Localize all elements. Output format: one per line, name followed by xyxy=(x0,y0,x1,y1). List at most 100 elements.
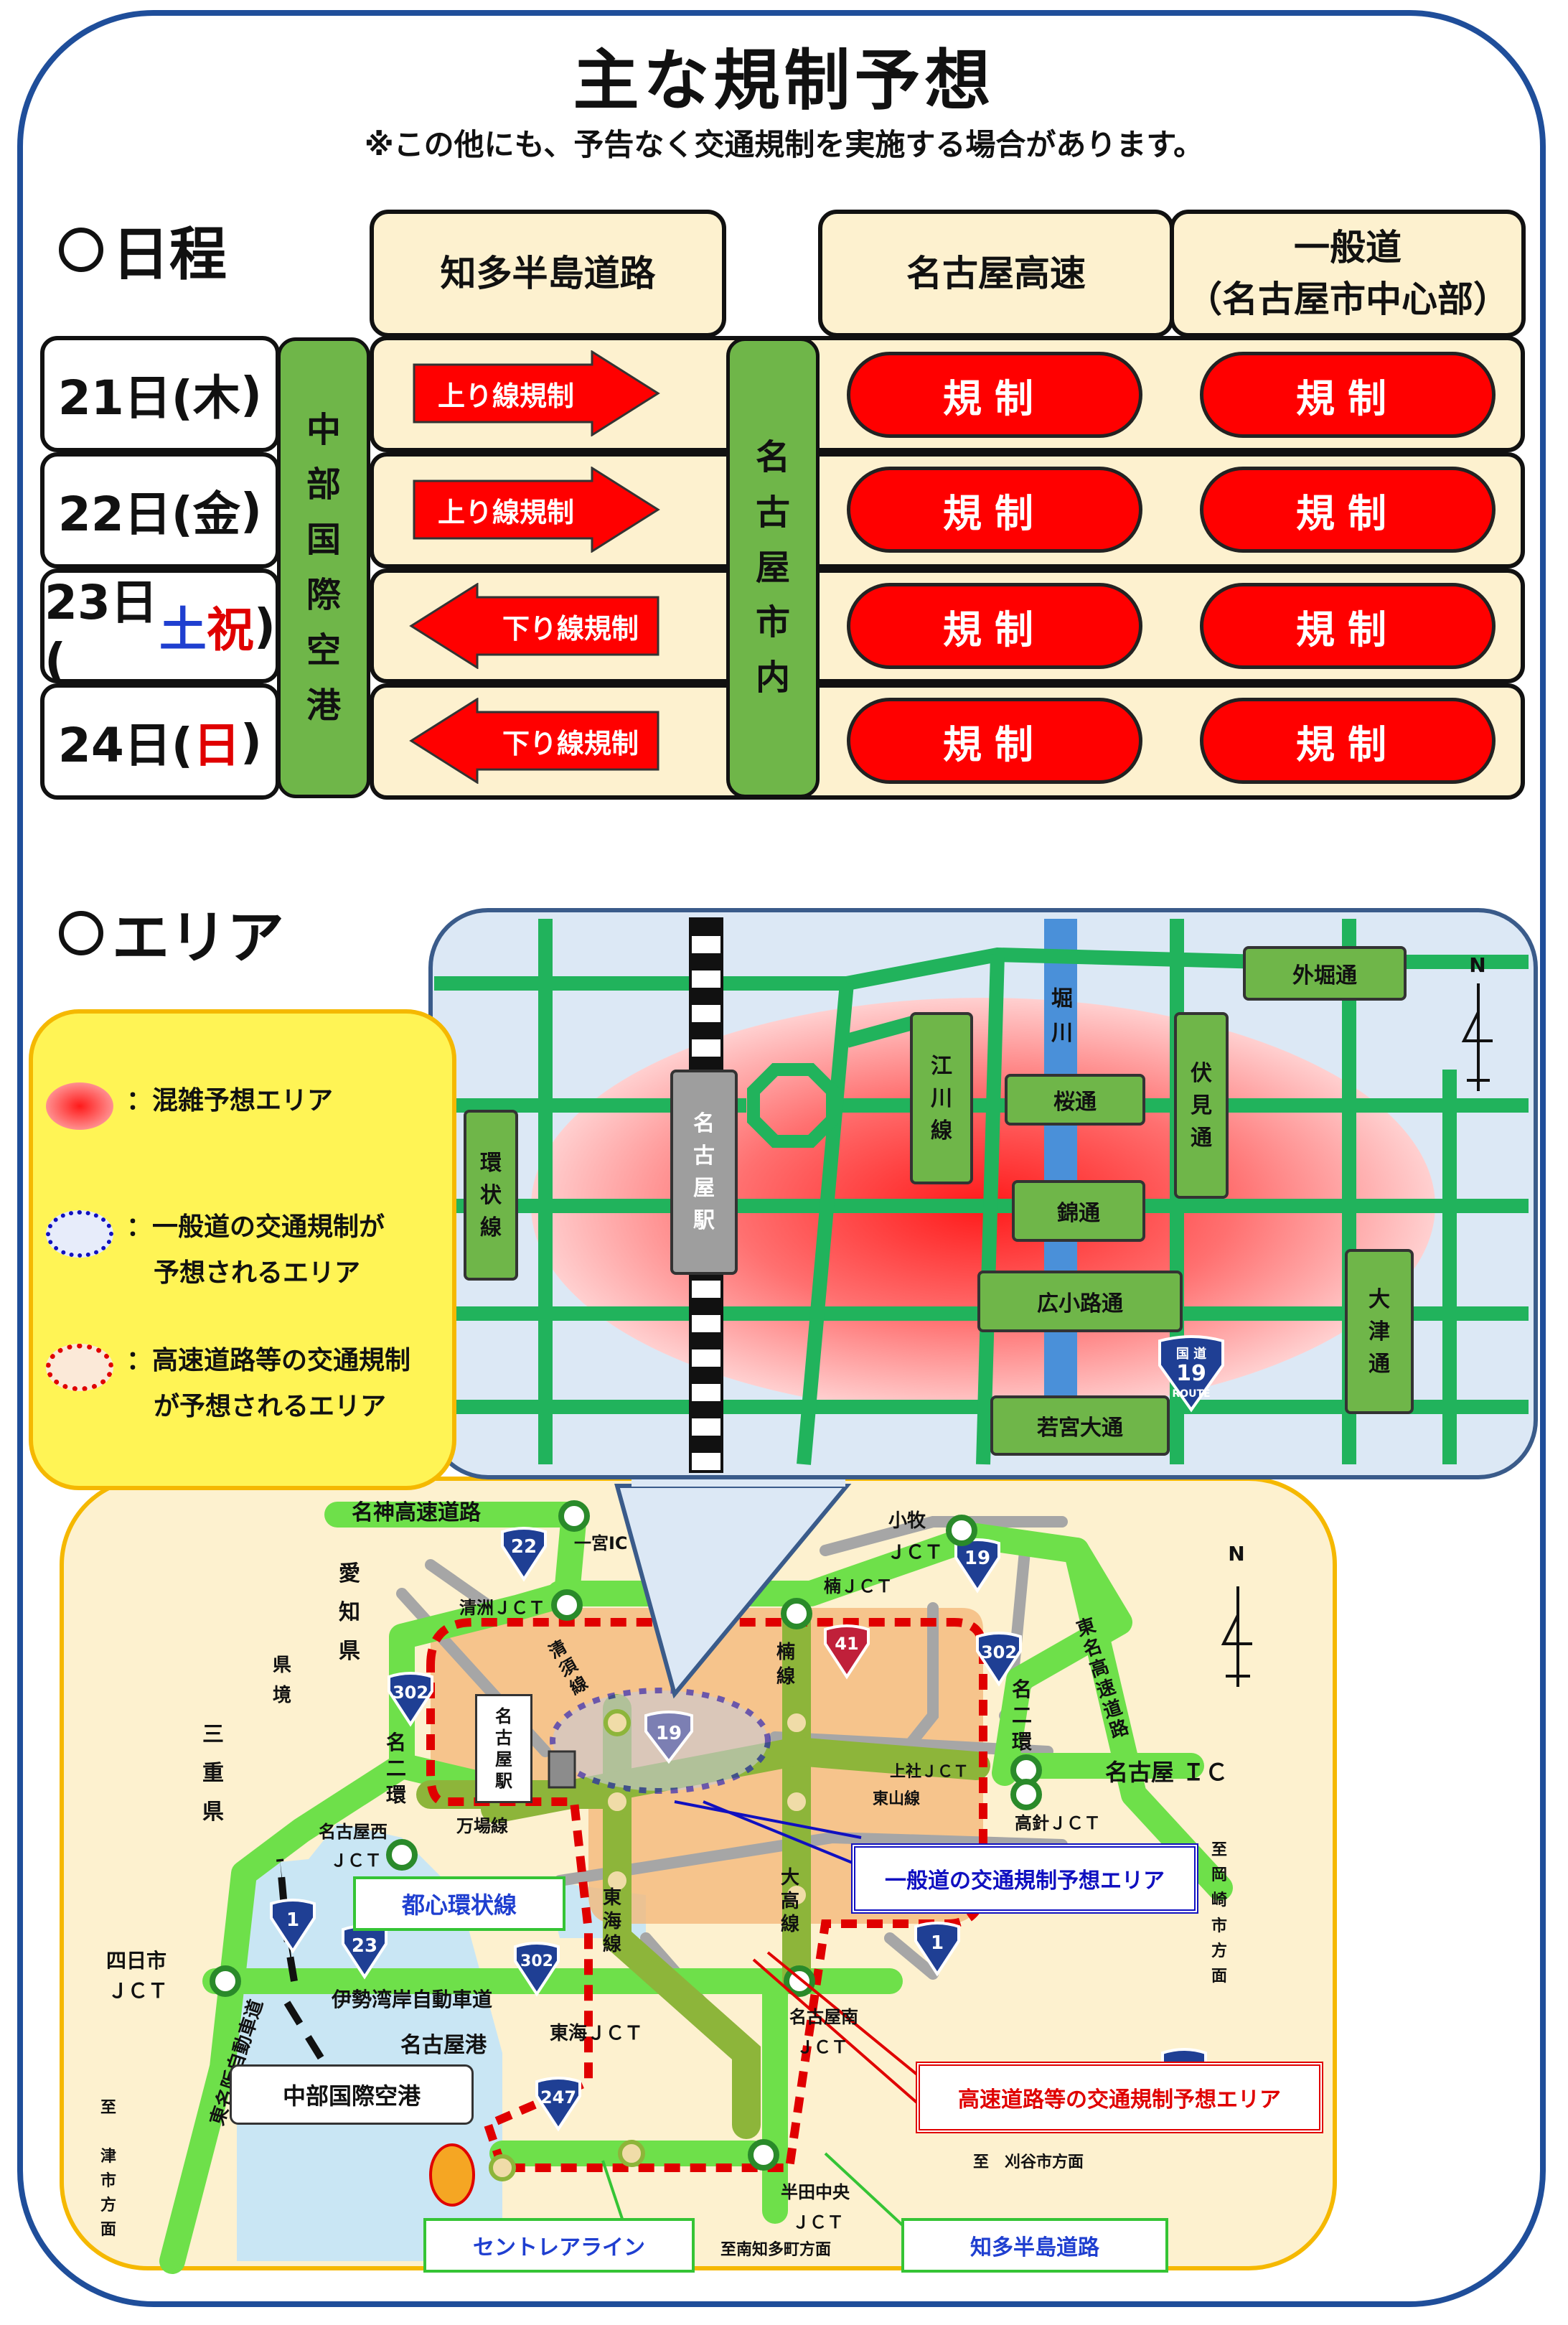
schedule-heading: 日程 xyxy=(59,208,227,291)
circle-icon xyxy=(59,228,103,272)
kosoku-area-box: 高速道路等の交通規制予想エリア xyxy=(916,2062,1323,2133)
nagoyako-label: 名古屋港 xyxy=(400,2033,487,2058)
date-24: 24日(日) xyxy=(40,683,280,800)
chita-22: 上り線規制 xyxy=(437,496,574,528)
legend-general-1: ：一般道の交通規制が xyxy=(126,1212,385,1242)
arrow-right-21 xyxy=(413,350,660,436)
yokkaichi-label: 四日市 xyxy=(106,1949,167,1973)
komaki-jct-label: ＪＣＴ xyxy=(887,1542,944,1563)
nagoyanishi-label: 名古屋西 xyxy=(319,1822,388,1842)
isewan-label: 伊勢湾岸自動車道 xyxy=(332,1988,493,2011)
page-title: 主な規制予想 xyxy=(573,42,995,119)
route-23-shield-icon: 23 xyxy=(351,1935,378,1957)
handa-jct-label: ＪＣＴ xyxy=(792,2212,844,2232)
fushimi-label: 伏見通 xyxy=(1174,1012,1229,1199)
toukai-jct-label: 東海ＪＣＴ xyxy=(550,2023,644,2044)
chita-23: 下り線規制 xyxy=(502,612,639,645)
general-22: 規制 xyxy=(1200,467,1496,553)
kamiyashiro-label: 上社ＪＣＴ xyxy=(890,1763,970,1781)
chita-24: 下り線規制 xyxy=(502,727,639,759)
legend-express-1: ：高速道路等の交通規制 xyxy=(126,1346,411,1375)
meishin-label: 名神高速道路 xyxy=(352,1500,481,1525)
route-19-shield-icon xyxy=(1158,1335,1224,1413)
expressway-24: 規制 xyxy=(847,698,1142,784)
otsu-label: 大津通 xyxy=(1345,1249,1414,1414)
route-1-right-shield-icon: 1 xyxy=(930,1932,944,1954)
route-19-word: ROUTE xyxy=(1172,1388,1211,1400)
nagoyanishi-jct-label: ＪＣＴ xyxy=(330,1851,382,1871)
ippan-area-box: 一般道の交通規制予想エリア xyxy=(851,1843,1198,1914)
route-1-left-shield-icon: 1 xyxy=(286,1909,300,1931)
to-kariya-label: 至 刈谷市方面 xyxy=(973,2153,1084,2171)
arrow-left-24 xyxy=(409,698,659,784)
legend-congestion: ：混雑予想エリア xyxy=(126,1086,334,1115)
sotobori-label: 外堀通 xyxy=(1243,946,1407,1001)
kusu-label: 楠線 xyxy=(776,1642,796,1688)
centrair-box: セントレアライン xyxy=(423,2218,695,2273)
to-minamichita-label: 至南知多町方面 xyxy=(720,2241,832,2259)
toshin-box: 都心環状線 xyxy=(353,1876,565,1931)
city-label: 名古屋市内 xyxy=(726,337,820,798)
route-19-kokudo: 国 道 xyxy=(1175,1347,1207,1362)
route-19-number: 19 xyxy=(1176,1361,1206,1386)
nishiki-label: 錦通 xyxy=(1012,1180,1145,1242)
expressway-23: 規制 xyxy=(847,583,1142,669)
header-chita: 知多半島道路 xyxy=(370,210,726,337)
ichinomiya-label: 一宮IC xyxy=(574,1533,628,1553)
nagoya-ic-label: 名古屋 ＩＣ xyxy=(1105,1759,1229,1786)
header-expressway: 名古屋高速 xyxy=(818,210,1174,337)
manba-label: 万場線 xyxy=(456,1816,508,1836)
wakamiya-label: 若宮大通 xyxy=(990,1395,1170,1456)
north-lower: N xyxy=(1228,1542,1245,1566)
nagoya-station-label: 名古屋駅 xyxy=(670,1070,738,1275)
takabari-label: 高針ＪＣＴ xyxy=(1015,1813,1101,1833)
meini-right-label: 名二環 xyxy=(1012,1678,1033,1754)
kanjo-label: 環状線 xyxy=(464,1110,518,1281)
date-22: 22日(金) xyxy=(40,452,280,569)
toukai-label: 東海線 xyxy=(603,1887,622,1955)
circle-icon xyxy=(59,911,103,955)
chita-road-box: 知多半島道路 xyxy=(901,2218,1168,2273)
chita-21: 上り線規制 xyxy=(437,380,574,412)
handa-label: 半田中央 xyxy=(781,2182,850,2202)
congestion-swatch xyxy=(46,1082,113,1130)
nagoyaminami-label: 名古屋南 xyxy=(789,2007,858,2027)
higashiyama-label: 東山線 xyxy=(873,1790,921,1808)
expressway-22: 規制 xyxy=(847,467,1142,553)
to-tsu-label: 至津市方面 xyxy=(100,2099,117,2240)
route-19-small-shield-icon: 19 xyxy=(964,1548,991,1569)
to-okazaki-label: 至岡崎市方面 xyxy=(1211,1841,1228,1985)
legend-express-2: が予想されるエリア xyxy=(154,1392,387,1421)
page-note: ※この他にも、予告なく交通規制を実施する場合があります。 xyxy=(364,127,1204,162)
area-heading: エリア xyxy=(59,892,284,975)
route-19-center-shield-icon: 19 xyxy=(655,1723,682,1744)
legend: ：混雑予想エリア ：一般道の交通規制が 予想されるエリア ：高速道路等の交通規制… xyxy=(29,1009,456,1490)
north-upper: N xyxy=(1469,953,1486,977)
arrow-right-22 xyxy=(413,467,660,553)
general-23: 規制 xyxy=(1200,583,1496,669)
expressway-21: 規制 xyxy=(847,352,1142,438)
sakura-label: 桜通 xyxy=(1005,1074,1145,1126)
kenzakai-label: 県境 xyxy=(273,1655,292,1706)
mie-label: 三重県 xyxy=(202,1722,224,1825)
yokkaichi-jct-label: ＪＣＴ xyxy=(108,1979,169,2003)
general-swatch xyxy=(46,1210,113,1258)
kiyosu-label: 清洲ＪＣＴ xyxy=(459,1598,545,1618)
express-swatch xyxy=(46,1344,113,1391)
date-21: 21日(木) xyxy=(40,336,280,452)
general-21: 規制 xyxy=(1200,352,1496,438)
header-general: 一般道 （名古屋市中心部） xyxy=(1170,210,1526,337)
egawa-label: 江川線 xyxy=(910,1012,973,1184)
aichi-label: 愛知県 xyxy=(339,1561,360,1664)
nagoyaminami-jct-label: ＪＣＴ xyxy=(797,2037,848,2057)
route-302-right-shield-icon: 302 xyxy=(980,1642,1018,1662)
route-302-left-shield-icon: 302 xyxy=(392,1683,429,1703)
kusu-jct-label: 楠ＪＣＴ xyxy=(824,1576,893,1596)
horikawa-label: 堀川 xyxy=(1051,986,1073,1046)
hirokoji-label: 広小路通 xyxy=(977,1271,1183,1332)
date-23: 23日(土祝) xyxy=(40,569,280,688)
legend-general-2: 予想されるエリア xyxy=(154,1258,361,1288)
page-frame xyxy=(17,10,1546,2307)
nagoya-station-overview: 名古屋駅 xyxy=(475,1694,532,1803)
route-41-shield-icon: 41 xyxy=(835,1634,859,1654)
